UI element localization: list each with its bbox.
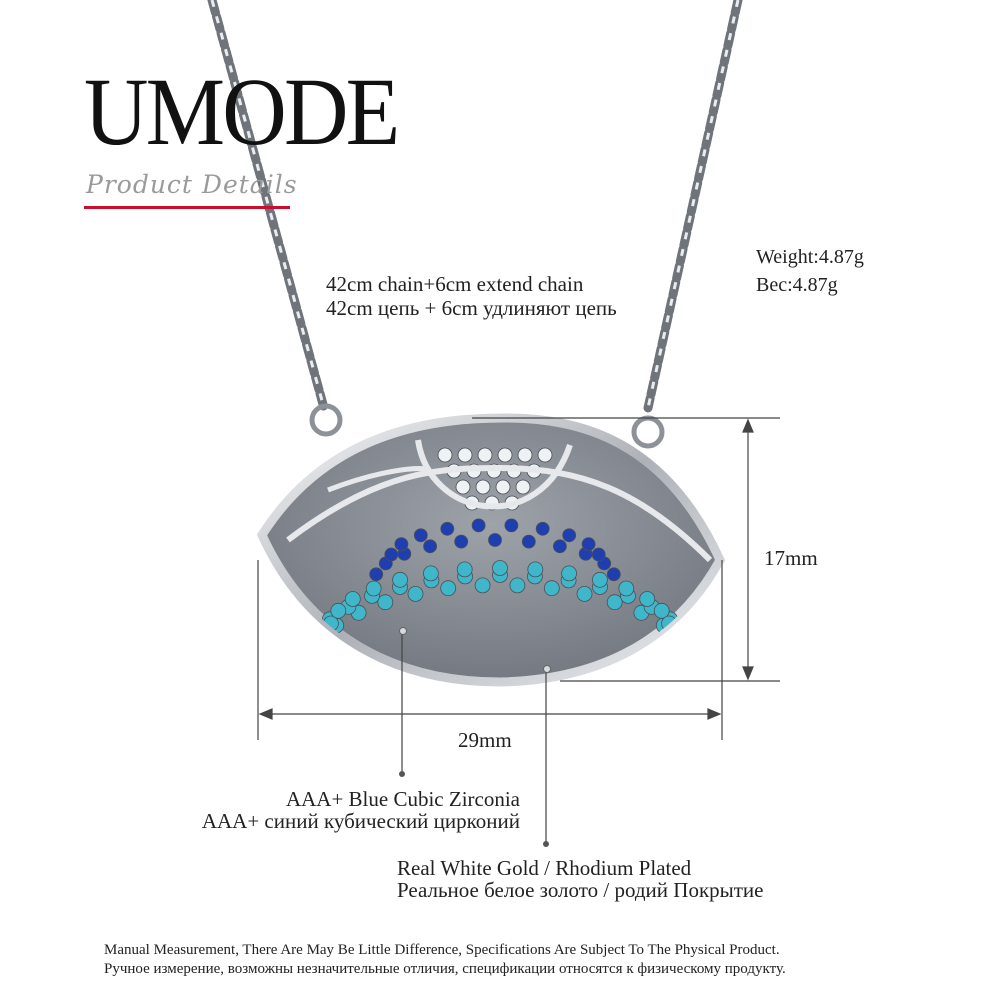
stone-callout-end	[399, 771, 405, 777]
turquoise-stone	[309, 625, 326, 641]
turquoise-stone	[298, 647, 315, 664]
sapphire-stone	[369, 567, 384, 582]
weight-ru: Bec:4.87g	[756, 274, 838, 296]
sapphire-stone	[413, 528, 428, 543]
turquoise-stone	[576, 586, 593, 602]
crystal-stone	[517, 447, 533, 463]
weight-label: Weight:4.87g Bec:4.87g	[756, 243, 864, 299]
sapphire-stone	[591, 547, 606, 562]
sapphire-stone	[384, 547, 399, 562]
width-label: 29mm	[458, 728, 512, 752]
crystal-stone	[497, 447, 513, 463]
stone-ru: AAA+ синий кубический цирконий	[201, 809, 520, 833]
chain-left	[207, 0, 329, 413]
crystal-stone	[477, 447, 493, 463]
sapphire-stone	[553, 539, 567, 554]
turquoise-stone	[456, 561, 473, 578]
jump-ring-right	[631, 415, 665, 449]
turquoise-stone	[302, 639, 319, 656]
turquoise-stone	[685, 647, 702, 664]
chain-length-label: 42cm chain+6cm extend chain 42cm цепь + …	[326, 272, 617, 320]
disclaimer: Manual Measurement, There Are May Be Lit…	[104, 941, 786, 979]
turquoise-stone	[330, 602, 347, 619]
turquoise-stone	[407, 586, 424, 602]
metal-callout-dot	[543, 665, 551, 673]
sapphire-stone	[581, 537, 596, 551]
turquoise-stone	[691, 663, 708, 680]
sapphire-stone	[454, 534, 469, 549]
metal-callout-end	[543, 841, 549, 847]
turquoise-stone	[310, 632, 327, 648]
jump-ring-left	[309, 403, 343, 437]
metal-en: Real White Gold / Rhodium Plated	[397, 856, 692, 880]
turquoise-stone	[561, 565, 577, 582]
width-dimension	[257, 560, 723, 740]
crystal-stone	[495, 479, 511, 495]
brand-logo: UMODE	[84, 58, 400, 165]
sapphire-stone	[440, 521, 455, 536]
sapphire-stone	[504, 518, 519, 533]
turquoise-stone	[527, 561, 544, 578]
turquoise-stone	[440, 580, 457, 597]
crystal-stone	[515, 479, 531, 495]
turquoise-stone	[639, 591, 656, 607]
stone-label: AAA+ Blue Cubic Zirconia AAA+ синий куби…	[170, 788, 520, 832]
turquoise-stone	[474, 577, 491, 594]
sapphire-stone	[423, 539, 438, 554]
eye-pendant	[256, 413, 726, 687]
sapphire-stone	[562, 528, 577, 543]
turquoise-stone	[377, 594, 394, 611]
crystal-stone	[455, 479, 471, 495]
turquoise-stone	[653, 602, 670, 619]
sapphire-stone	[394, 537, 409, 551]
section-subtitle: Product Details	[86, 170, 298, 199]
chain-right	[643, 0, 743, 413]
turquoise-stone	[365, 580, 382, 597]
turquoise-stone	[344, 591, 361, 607]
chain-length-ru: 42cm цепь + 6cm удлиняют цепь	[326, 296, 617, 320]
crystal-stone	[537, 447, 553, 463]
sapphire-stone	[488, 533, 502, 547]
turquoise-stone	[681, 639, 698, 656]
turquoise-stone	[673, 632, 690, 648]
turquoise-stone	[292, 663, 309, 680]
sapphire-stone	[606, 567, 621, 582]
height-dimension	[472, 417, 780, 682]
crystal-stone	[457, 447, 473, 463]
height-label: 17mm	[764, 546, 818, 570]
disclaimer-ru: Ручное измерение, возможны незначительны…	[104, 961, 786, 977]
turquoise-stone	[543, 580, 560, 597]
turquoise-stone	[618, 580, 635, 597]
sapphire-stone	[535, 521, 550, 536]
stone-en: AAA+ Blue Cubic Zirconia	[285, 787, 520, 811]
turquoise-stone	[592, 571, 608, 588]
turquoise-stone	[674, 625, 691, 641]
turquoise-stone	[492, 560, 508, 576]
sapphire-stone	[471, 518, 486, 533]
turquoise-stone	[392, 571, 409, 588]
weight-en: Weight:4.87g	[756, 246, 864, 268]
turquoise-stone	[606, 594, 623, 611]
crystal-stone	[437, 447, 453, 463]
subtitle-underline	[84, 206, 290, 209]
stone-callout-dot	[399, 627, 407, 635]
metal-label: Real White Gold / Rhodium Plated Реально…	[397, 857, 764, 901]
turquoise-stone	[509, 577, 526, 594]
chain-length-en: 42cm chain+6cm extend chain	[326, 272, 584, 296]
metal-ru: Реальное белое золото / родий Покрытие	[397, 878, 764, 902]
sapphire-stone	[521, 534, 536, 549]
disclaimer-en: Manual Measurement, There Are May Be Lit…	[104, 942, 780, 958]
turquoise-stone	[422, 565, 439, 582]
crystal-stone	[475, 479, 491, 495]
